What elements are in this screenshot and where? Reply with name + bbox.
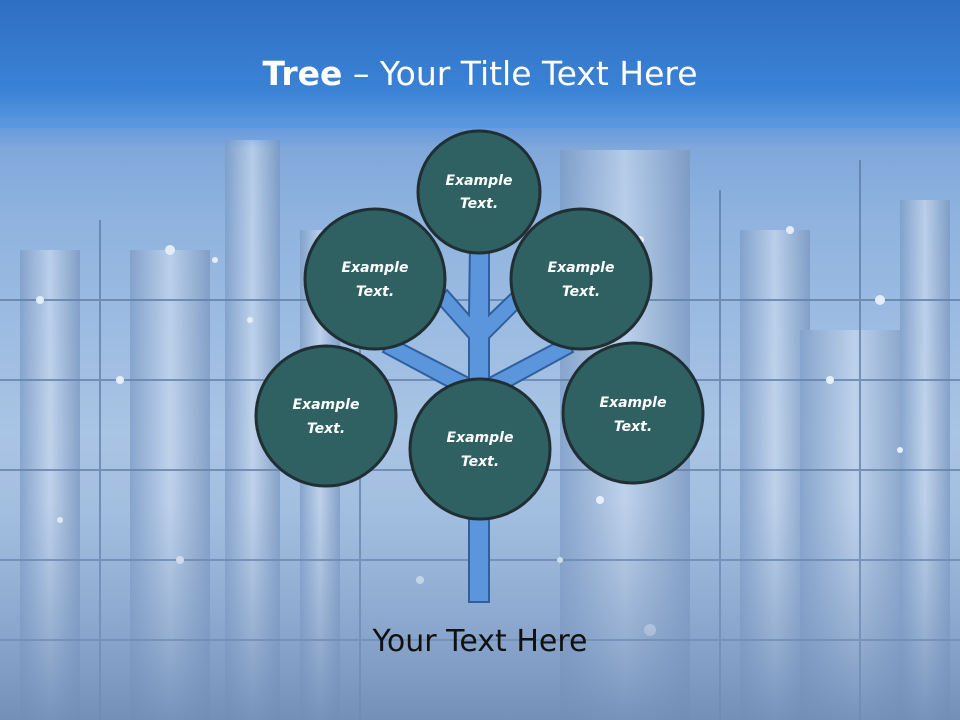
node-center[interactable]: Example Text.	[408, 377, 552, 521]
node-upper-right[interactable]: Example Text.	[509, 207, 653, 351]
node-top[interactable]: Example Text.	[416, 129, 542, 255]
node-center-line2: Text.	[461, 454, 499, 470]
title-rest: – Your Title Text Here	[342, 54, 698, 93]
node-top-line2: Text.	[460, 196, 498, 212]
footer-text[interactable]: Your Text Here	[372, 624, 588, 659]
node-lower-right-line2: Text.	[614, 419, 652, 435]
node-upper-left-line1: Example	[342, 260, 409, 276]
node-upper-right-line1: Example	[548, 260, 615, 276]
node-lower-left[interactable]: Example Text.	[254, 344, 398, 488]
title-banner	[0, 0, 960, 128]
node-lower-right-line1: Example	[600, 395, 667, 411]
node-center-line1: Example	[447, 430, 514, 446]
node-lower-left-line2: Text.	[307, 421, 345, 437]
node-top-line1: Example	[446, 173, 513, 189]
title-bold: Tree	[262, 54, 343, 93]
node-lower-left-line1: Example	[293, 397, 360, 413]
node-lower-right[interactable]: Example Text.	[561, 341, 705, 485]
slide-title[interactable]: Tree – Your Title Text Here	[0, 52, 960, 96]
node-upper-right-line2: Text.	[562, 284, 600, 300]
node-upper-left-line2: Text.	[356, 284, 394, 300]
node-upper-left[interactable]: Example Text.	[303, 207, 447, 351]
